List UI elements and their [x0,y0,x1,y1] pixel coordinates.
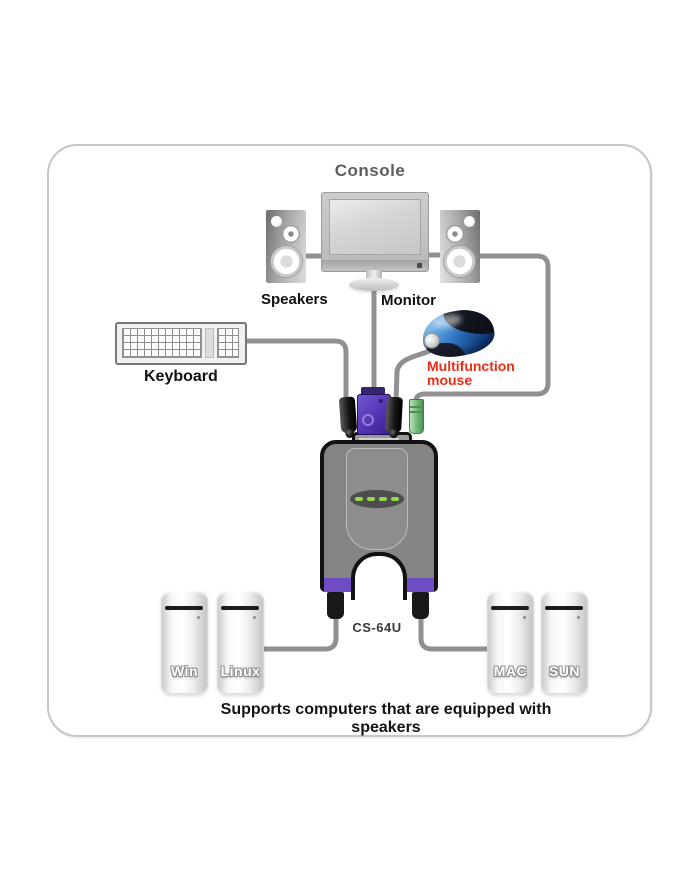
computer-tower-mac: MAC [487,590,534,693]
kvm-left-cable-stub [327,592,344,619]
kvm-left-leg-band [324,578,351,592]
cable-keyboard [243,338,349,402]
audio-plug-ridge [410,406,423,408]
tower-drive-slot [545,606,583,610]
cable-audio [413,253,551,406]
keyboard-numpad-keys [217,328,239,358]
led-row [350,490,404,508]
led-indicator [355,497,363,501]
kvm-leg-arch [351,552,407,600]
audio-plug [409,399,424,434]
kvm-right-cable-stub [412,592,429,619]
monitor-stand-neck [366,270,382,281]
console-title: Console [334,161,406,180]
monitor-power-button [417,263,422,268]
tower-power-led [523,616,526,619]
tower-label: Win [170,663,199,679]
keyboard-plug [338,396,358,439]
speaker-left-graphic [266,210,306,283]
mouse-label: Multifunction mouse [427,358,515,388]
monitor-label: Monitor [381,292,436,309]
speaker-right-graphic [440,210,480,283]
led-indicator [379,497,387,501]
vga-screw-icon [362,414,374,426]
speaker-tweeter-icon [464,216,475,227]
computer-tower-linux: Linux [217,590,264,693]
kvm-right-leg-band [407,578,434,592]
computer-tower-sun: SUN [541,590,588,693]
monitor-screen [329,199,421,255]
speaker-mid-cone-icon [282,225,300,243]
speakers-label: Speakers [261,291,328,308]
led-indicator [367,497,375,501]
tower-drive-slot [491,606,529,610]
tower-drive-slot [165,606,203,610]
device-model-label: CS-64U [352,620,402,635]
keyboard-graphic [115,322,247,365]
keyboard-main-keys [122,328,202,358]
cable-pc-left [262,614,339,652]
speaker-woofer-icon [270,245,303,278]
monitor-chin [322,260,428,271]
keyboard-key-gap [205,328,214,358]
audio-plug-ridge [410,411,423,413]
speaker-mid-cone-icon [446,225,464,243]
caption-text: Supports computers that are equipped wit… [220,701,552,736]
vga-connector [357,387,391,435]
monitor-stand-base [349,278,399,291]
speaker-tweeter-icon [271,216,282,227]
tower-label: Linux [220,663,261,679]
tower-label: MAC [493,663,528,679]
tower-power-led [577,616,580,619]
speaker-woofer-icon [443,245,476,278]
tower-drive-slot [221,606,259,610]
computer-tower-win: Win [161,590,208,693]
vga-pin-dot [379,399,383,403]
led-indicator [391,497,399,501]
cable-pc-right [418,614,490,652]
mouse-plug [385,396,403,439]
monitor-graphic [321,192,429,272]
keyboard-label: Keyboard [144,368,218,385]
tower-power-led [197,616,200,619]
vga-cable-boot [361,387,385,396]
tower-power-led [253,616,256,619]
tower-label: SUN [548,663,581,679]
